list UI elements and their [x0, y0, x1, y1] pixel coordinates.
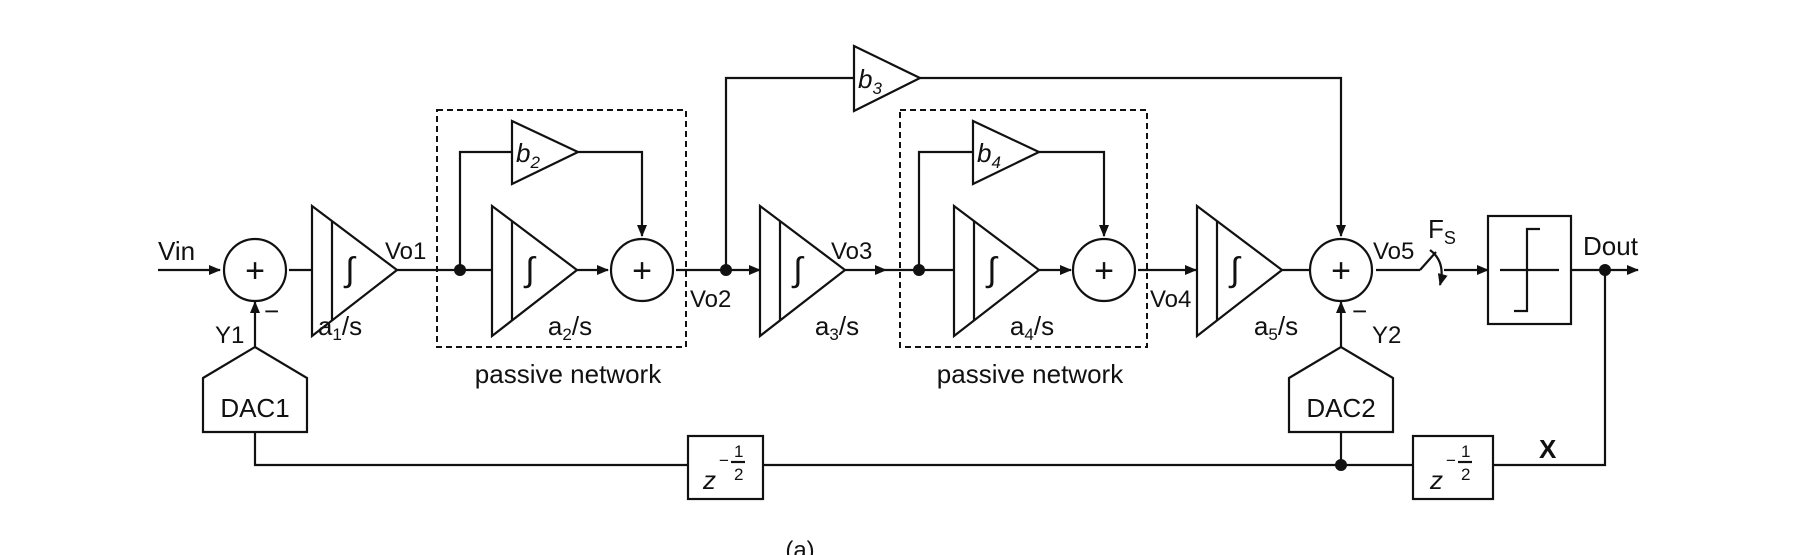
gain-b3: [852, 44, 923, 113]
gain-b3-label: b3: [858, 64, 882, 98]
dac1-label: DAC1: [220, 393, 289, 423]
dac2-label: DAC2: [1306, 393, 1375, 423]
integrator-1-label: a1/s: [318, 311, 362, 344]
sum-plus-1: +: [245, 252, 265, 290]
integrator-5: ∫: [1195, 203, 1284, 339]
integral-symbol: ∫: [343, 251, 356, 289]
figure-caption: (a): [785, 537, 814, 555]
delay-block-1: z − 1 2: [686, 434, 765, 501]
passive-network-box-1: [436, 109, 687, 348]
summing-junction-4: [1071, 237, 1137, 303]
summing-junction-2: [609, 237, 675, 303]
integral-symbol: ∫: [523, 251, 536, 289]
wire-b2-out: [578, 150, 647, 237]
wire-b3-in: [724, 76, 854, 270]
integral-symbol: ∫: [791, 251, 804, 289]
svg-text:z: z: [1429, 465, 1443, 495]
passive-network-box-2: [899, 109, 1148, 348]
vo2-label: Vo2: [690, 286, 731, 313]
svg-text:z: z: [702, 465, 716, 495]
integrator-3: ∫: [758, 203, 847, 339]
integral-symbol: ∫: [985, 251, 998, 289]
sum-plus-2: +: [632, 252, 652, 290]
wire-feedback-left: [253, 432, 688, 467]
wire-b2-in: [458, 150, 512, 270]
sampling-switch-arrow: [1429, 249, 1448, 286]
fs-label: FS: [1428, 214, 1456, 248]
wire-b3-out: [920, 76, 1346, 237]
integrator-1: ∫: [310, 203, 399, 339]
y2-label: Y2: [1372, 322, 1401, 349]
svg-text:1: 1: [1461, 442, 1470, 461]
vo3-label: Vo3: [831, 238, 872, 265]
vin-label: Vin: [158, 236, 195, 266]
sum-plus-5: +: [1331, 252, 1351, 290]
wire-b4-out: [1039, 150, 1109, 237]
integrator-2: ∫: [490, 203, 579, 339]
junction-vo2: [720, 264, 732, 276]
vo4-label: Vo4: [1150, 286, 1191, 313]
integral-symbol: ∫: [1228, 251, 1241, 289]
sampling-switch: [1419, 251, 1437, 271]
minus-sign-1: −: [264, 296, 279, 326]
dout-label: Dout: [1583, 231, 1639, 261]
dac2-block: [1287, 345, 1395, 434]
gain-b4-label: b4: [977, 138, 1001, 172]
gain-b2-label: b2: [516, 138, 540, 172]
svg-text:−: −: [719, 451, 729, 470]
passive-network-label-1: passive network: [475, 359, 662, 389]
delay-block-2: z − 1 2: [1411, 434, 1495, 501]
sum-plus-4: +: [1094, 252, 1114, 290]
svg-text:2: 2: [1461, 465, 1470, 484]
integrator-4: ∫: [952, 203, 1041, 339]
minus-sign-5: −: [1352, 296, 1367, 326]
y1-label: Y1: [215, 322, 244, 349]
passive-network-label-2: passive network: [937, 359, 1124, 389]
quantizer: [1486, 214, 1573, 326]
wire-feedback-right: [1493, 270, 1607, 467]
integrator-3-label: a3/s: [815, 311, 859, 344]
vo5-label: Vo5: [1373, 238, 1414, 265]
svg-text:2: 2: [734, 465, 743, 484]
integrator-5-label: a5/s: [1254, 311, 1298, 344]
junction-vo3: [913, 264, 925, 276]
svg-text:1: 1: [734, 442, 743, 461]
integrator-2-label: a2/s: [548, 311, 592, 344]
svg-text:−: −: [1446, 451, 1456, 470]
junction-vo1: [454, 264, 466, 276]
wire-b4-in: [917, 150, 973, 270]
gain-b4: [971, 119, 1042, 186]
gain-b2: [510, 119, 581, 186]
vo1-label: Vo1: [385, 238, 426, 265]
integrator-4-label: a4/s: [1010, 311, 1054, 344]
dac1-block: [201, 345, 309, 434]
x-label: X: [1539, 434, 1557, 464]
